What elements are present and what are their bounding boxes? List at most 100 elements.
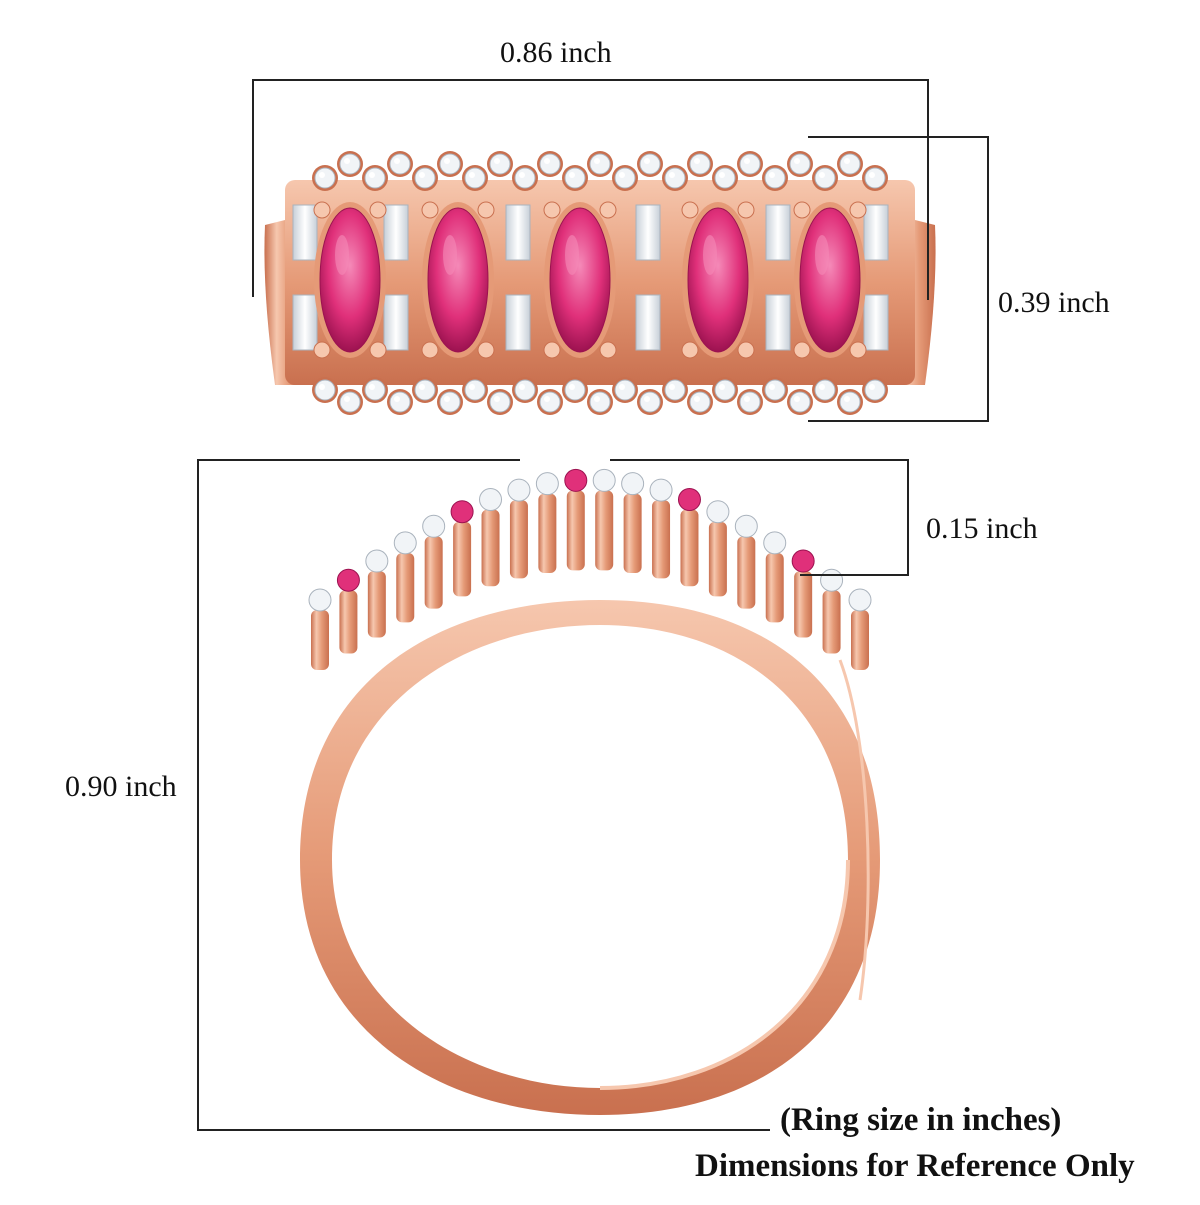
- round-diamond: [439, 153, 461, 175]
- ruby-prong: [421, 341, 439, 359]
- setting-prong: [708, 521, 727, 597]
- reference-note: Dimensions for Reference Only: [695, 1148, 1135, 1184]
- diamond-sparkle: [544, 396, 550, 402]
- setting-prong: [311, 610, 329, 670]
- round-diamond: [789, 391, 811, 413]
- marquise-ruby: [319, 207, 381, 353]
- ring-shank: [300, 600, 880, 1115]
- round-diamond: [414, 167, 436, 189]
- baguette-diamond: [635, 294, 661, 351]
- side-diamond: [763, 531, 787, 555]
- setting-prong: [652, 500, 671, 579]
- top-view: [264, 151, 936, 415]
- setting-prong: [424, 536, 443, 609]
- round-diamond: [764, 379, 786, 401]
- diamond-sparkle: [344, 396, 350, 402]
- baguette-diamond: [383, 294, 409, 351]
- round-diamond: [464, 167, 486, 189]
- diamond-sparkle: [794, 158, 800, 164]
- diamond-sparkle: [719, 172, 725, 178]
- round-diamond: [564, 379, 586, 401]
- diamond-sparkle: [569, 172, 575, 178]
- ruby-highlight: [335, 235, 349, 275]
- round-diamond: [389, 391, 411, 413]
- diamond-sparkle: [669, 384, 675, 390]
- round-diamond: [339, 391, 361, 413]
- side-diamond: [706, 500, 730, 524]
- ruby-prong: [313, 201, 331, 219]
- side-height-label: 0.90 inch: [65, 770, 177, 803]
- baguette-diamond: [292, 294, 318, 351]
- diamond-sparkle: [669, 172, 675, 178]
- top-width-label: 0.86 inch: [500, 36, 612, 69]
- round-diamond: [489, 391, 511, 413]
- round-diamond: [414, 379, 436, 401]
- side-view: [300, 468, 880, 1115]
- round-diamond: [664, 379, 686, 401]
- round-diamond: [389, 153, 411, 175]
- round-diamond: [814, 379, 836, 401]
- diamond-sparkle: [844, 158, 850, 164]
- round-diamond: [714, 167, 736, 189]
- round-diamond: [689, 391, 711, 413]
- band-height-label: 0.15 inch: [926, 512, 1038, 545]
- round-diamond: [514, 167, 536, 189]
- round-diamond: [314, 167, 336, 189]
- diamond-sparkle: [694, 158, 700, 164]
- diamond-sparkle: [619, 172, 625, 178]
- round-diamond: [639, 391, 661, 413]
- round-diamond: [564, 167, 586, 189]
- diamond-sparkle: [344, 158, 350, 164]
- ruby-prong: [793, 341, 811, 359]
- diamond-sparkle: [469, 384, 475, 390]
- ruby-prong: [369, 341, 387, 359]
- round-diamond: [589, 153, 611, 175]
- side-diamond: [479, 488, 503, 512]
- round-diamond: [839, 391, 861, 413]
- ruby-highlight: [565, 235, 579, 275]
- dimension-lines: [197, 79, 989, 1131]
- side-diamond: [621, 472, 645, 496]
- diamond-sparkle: [519, 384, 525, 390]
- side-diamond: [365, 549, 389, 573]
- side-stones-row: [308, 468, 872, 612]
- ruby-prong: [421, 201, 439, 219]
- diamond-sparkle: [644, 396, 650, 402]
- round-diamond: [639, 153, 661, 175]
- round-diamond: [614, 167, 636, 189]
- round-diamond: [689, 153, 711, 175]
- setting-prong: [453, 521, 472, 597]
- setting-prong: [339, 590, 358, 654]
- ruby-prong: [369, 201, 387, 219]
- side-diamond: [535, 472, 559, 496]
- shank-split-line: [838, 659, 870, 1001]
- side-diamond: [848, 588, 872, 612]
- ruby-highlight: [815, 235, 829, 275]
- diamond-sparkle: [869, 384, 875, 390]
- round-diamond: [839, 153, 861, 175]
- marquise-rubies: [313, 201, 867, 359]
- diamond-sparkle: [419, 172, 425, 178]
- baguette-diamond: [292, 204, 318, 261]
- round-diamond: [539, 391, 561, 413]
- side-diamond: [308, 588, 332, 612]
- setting-prong: [851, 610, 869, 670]
- side-diamond: [649, 478, 673, 502]
- diamond-sparkle: [744, 396, 750, 402]
- round-diamond: [814, 167, 836, 189]
- ruby-prong: [477, 201, 495, 219]
- round-diamond: [464, 379, 486, 401]
- diamond-sparkle: [544, 158, 550, 164]
- baguette-diamonds: [292, 204, 889, 351]
- ruby-prong: [737, 201, 755, 219]
- side-diamond: [393, 531, 417, 555]
- ruby-prong: [477, 341, 495, 359]
- marquise-ruby: [687, 207, 749, 353]
- side-diamond: [507, 478, 531, 502]
- side-ruby: [677, 488, 701, 512]
- top-height-bracket: [808, 136, 989, 422]
- diamond-sparkle: [719, 384, 725, 390]
- diamond-sparkle: [619, 384, 625, 390]
- side-ruby: [336, 568, 360, 592]
